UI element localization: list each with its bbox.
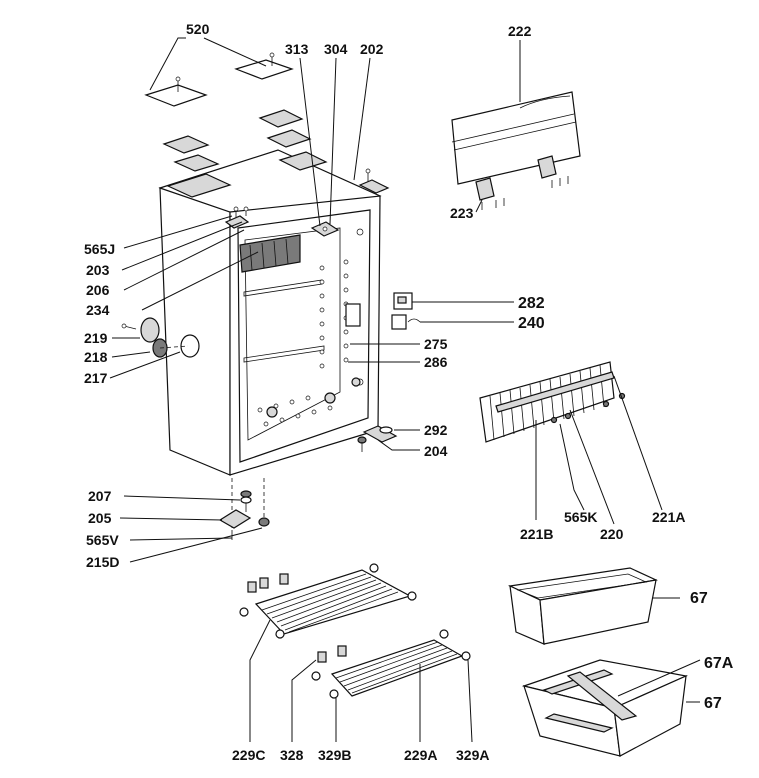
label-204: 204 [424, 443, 448, 459]
label-221A: 221A [652, 509, 685, 525]
label-67A: 67A [704, 655, 734, 672]
label-205: 205 [88, 510, 112, 526]
cooling-fins-220 [479, 361, 626, 443]
bin-67-lower [521, 659, 689, 757]
label-286: 286 [424, 354, 448, 370]
label-304: 304 [324, 41, 348, 57]
label-565K: 565K [564, 509, 597, 525]
vent-filters [162, 109, 312, 172]
label-520: 520 [186, 21, 210, 37]
label-218: 218 [84, 349, 108, 365]
label-329B: 329B [318, 747, 351, 763]
shelf-wires-229C [261, 573, 399, 633]
label-202: 202 [360, 41, 384, 57]
label-565V: 565V [86, 532, 119, 548]
leader-lines [109, 37, 701, 743]
bottom-parts-left [218, 478, 270, 540]
wire-shelf-229A [311, 629, 471, 699]
label-234: 234 [86, 302, 110, 318]
top-hinge-202 [358, 168, 390, 194]
hinge-pin-313-304 [310, 221, 340, 237]
label-223: 223 [450, 205, 474, 221]
side-assembly-219-218-217 [121, 317, 200, 358]
top-plates-520 [144, 52, 294, 107]
label-292: 292 [424, 422, 448, 438]
label-275: 275 [424, 336, 448, 352]
part-labels: 520 313 304 202 222 223 565J 203 206 234… [84, 21, 734, 763]
label-203: 203 [86, 262, 110, 278]
label-221B: 221B [520, 526, 553, 542]
fin-lines [489, 364, 605, 441]
label-229C: 229C [232, 747, 265, 763]
wire-shelf-229C [239, 563, 417, 639]
label-207: 207 [88, 488, 112, 504]
label-229A: 229A [404, 747, 437, 763]
bottom-hinge-204 [357, 425, 398, 452]
shelf-wires-229A [335, 641, 458, 694]
door-panel-222 [451, 91, 581, 210]
label-206: 206 [86, 282, 110, 298]
refrigerator-cabinet [158, 149, 382, 476]
label-217: 217 [84, 370, 108, 386]
label-565J: 565J [84, 241, 115, 257]
label-313: 313 [285, 41, 309, 57]
label-222: 222 [508, 23, 532, 39]
rail-holes [257, 259, 349, 427]
label-219: 219 [84, 330, 108, 346]
label-329A: 329A [456, 747, 489, 763]
label-328: 328 [280, 747, 304, 763]
label-282: 282 [518, 295, 545, 312]
label-67-lower: 67 [704, 695, 722, 712]
label-240: 240 [518, 315, 545, 332]
bin-67-upper [507, 567, 659, 645]
label-220: 220 [600, 526, 624, 542]
label-67-upper: 67 [690, 590, 708, 607]
bracket-282-240 [391, 292, 421, 330]
label-215D: 215D [86, 554, 119, 570]
